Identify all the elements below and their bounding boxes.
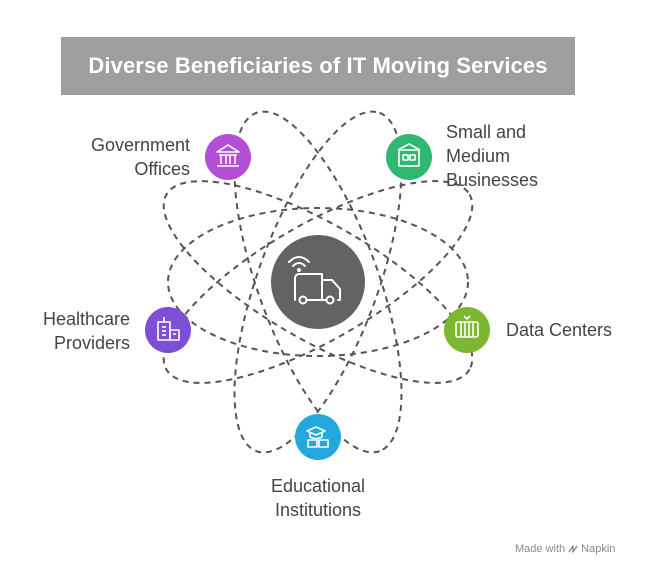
napkin-logo-icon (568, 545, 578, 553)
orbit-ring-steep-right (233, 110, 403, 454)
label-healthcare: Healthcare Providers (43, 307, 130, 355)
node-healthcare (145, 307, 191, 353)
label-healthcare-line-1: Healthcare (42, 309, 130, 329)
label-smb-line-3: Businesses (446, 170, 539, 190)
orbit-ring-steep-left (233, 110, 403, 454)
label-education-line-2: Institutions (274, 500, 362, 520)
graduation-cap-icon (306, 426, 329, 448)
watermark-prefix: Made with (515, 543, 566, 555)
hospital-icon (157, 317, 180, 341)
label-smb-line-2: Medium (446, 146, 511, 166)
orbit-ring-horizontal (167, 207, 469, 357)
label-smb: Small and Medium Businesses (446, 120, 538, 192)
napkin-watermark: Made with Napkin (515, 543, 615, 555)
label-datacenters: Data Centers (506, 318, 612, 342)
node-datacenters (444, 307, 490, 353)
orbit-ring-left-tilt (162, 180, 474, 384)
label-government-line-1: Government (90, 135, 190, 155)
diagram-title: Diverse Beneficiaries of IT Moving Servi… (88, 53, 548, 78)
title-banner: Diverse Beneficiaries of IT Moving Servi… (61, 37, 575, 95)
server-rack-icon (455, 315, 479, 338)
node-government (205, 134, 251, 180)
moving-truck-wifi-icon (288, 256, 341, 305)
orbit-ring-right-tilt (162, 180, 474, 384)
government-building-icon (216, 144, 240, 167)
label-smb-line-1: Small and (446, 122, 527, 142)
watermark-brand: Napkin (581, 543, 616, 555)
label-government-line-2: Offices (134, 159, 190, 179)
label-education-line-1: Educational (270, 476, 366, 496)
label-government: Government Offices (91, 133, 190, 181)
label-healthcare-line-2: Providers (53, 333, 130, 353)
store-building-icon (397, 143, 421, 167)
label-education: Educational Institutions (215, 474, 421, 522)
label-datacenters-line-1: Data Centers (506, 320, 613, 340)
node-smb (386, 134, 432, 180)
center-node (271, 235, 365, 329)
node-education (295, 414, 341, 460)
